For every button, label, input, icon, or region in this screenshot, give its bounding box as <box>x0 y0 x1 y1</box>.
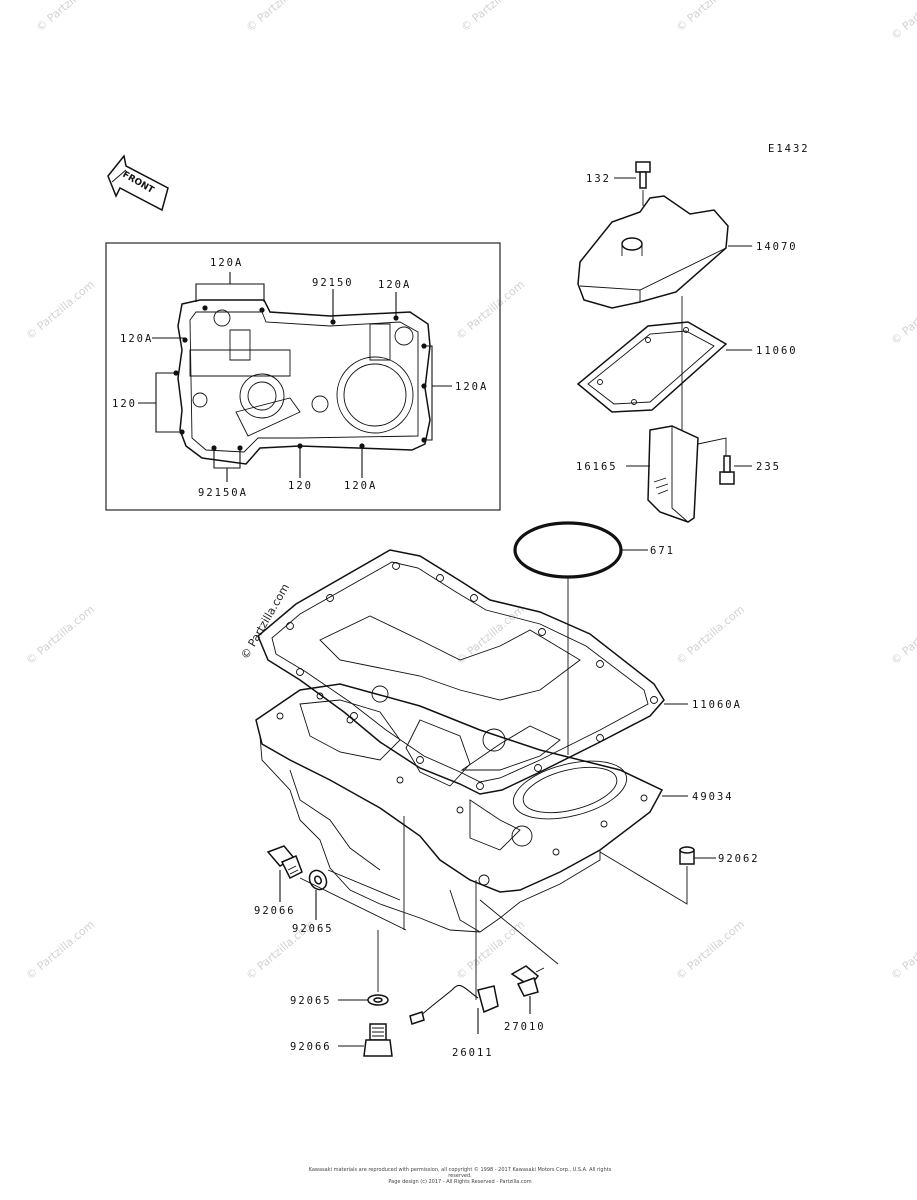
watermark: © Partzilla.com <box>889 603 917 668</box>
watermark: © Partzilla.com <box>24 918 97 983</box>
callout-49034[interactable]: 49034 <box>692 791 734 803</box>
callout-26011[interactable]: 26011 <box>452 1047 494 1059</box>
callout-120[interactable]: 120 <box>288 480 313 492</box>
callout-132[interactable]: 132 <box>586 173 611 185</box>
watermark: © Partzilla.com <box>674 0 747 34</box>
copyright-line: Kawasaki materials are reproduced with p… <box>308 1167 612 1179</box>
callout-120A[interactable]: 120A <box>344 480 377 492</box>
breather-cover <box>577 195 729 309</box>
watermark: © Partzilla.com <box>34 0 107 34</box>
callout-92150A[interactable]: 92150A <box>198 487 248 499</box>
watermark-dark: © Partzilla.com <box>238 581 292 661</box>
callout-92150[interactable]: 92150 <box>312 277 354 289</box>
watermark: © Partzilla.com <box>244 0 317 34</box>
callout-120A[interactable]: 120A <box>455 381 488 393</box>
breather-plate <box>647 425 699 523</box>
watermark: © Partzilla.com <box>674 918 747 983</box>
bolt-layout-inset: 120A 92150 120A 120A 120 120A 92150A 120… <box>105 242 501 511</box>
callout-92065[interactable]: 92065 <box>292 923 334 935</box>
callout-120A[interactable]: 120A <box>210 257 243 269</box>
callout-235[interactable]: 235 <box>756 461 781 473</box>
callout-27010[interactable]: 27010 <box>504 1021 546 1033</box>
breather-gasket <box>576 321 728 413</box>
callout-120[interactable]: 120 <box>112 398 137 410</box>
callout-14070[interactable]: 14070 <box>756 241 798 253</box>
bolt-235 <box>719 471 735 485</box>
callout-11060A[interactable]: 11060A <box>692 699 742 711</box>
callout-120A[interactable]: 120A <box>120 333 153 345</box>
bolt-132 <box>635 161 651 173</box>
watermark: © Partzilla.com <box>889 283 917 348</box>
callout-92065[interactable]: 92065 <box>290 995 332 1007</box>
oil-pan-gasket: 11060A <box>257 549 742 795</box>
watermark: © Partzilla.com <box>674 603 747 668</box>
watermark: © Partzilla.com <box>454 278 527 343</box>
o-ring-671: 671 <box>513 521 675 755</box>
callout-11060[interactable]: 11060 <box>756 345 798 357</box>
callout-120A[interactable]: 120A <box>378 279 411 291</box>
dowel-92062: 92062 <box>599 846 760 905</box>
watermark: © Partzilla.com <box>454 603 527 668</box>
breather-assembly: 132 14070 11060 16165 235 <box>576 161 798 523</box>
watermark: © Partzilla.com <box>24 278 97 343</box>
oil-pan: 49034 <box>255 683 734 933</box>
front-arrow-icon: FRONT <box>107 154 169 212</box>
callout-671[interactable]: 671 <box>650 545 675 557</box>
oil-switch-parts: 27010 26011 <box>409 880 559 1059</box>
watermark: © Partzilla.com <box>889 918 917 983</box>
page-design-line: Page design (c) 2017 - All Rights Reserv… <box>388 1179 532 1185</box>
copyright-footer: Kawasaki materials are reproduced with p… <box>300 1167 620 1185</box>
callout-92066[interactable]: 92066 <box>290 1041 332 1053</box>
watermark: © Partzilla.com <box>459 0 532 34</box>
watermark: © Partzilla.com <box>889 0 917 42</box>
callout-16165[interactable]: 16165 <box>576 461 618 473</box>
drain-parts: 92066 92065 92065 92066 <box>254 816 407 1057</box>
callout-92062[interactable]: 92062 <box>718 853 760 865</box>
callout-92066[interactable]: 92066 <box>254 905 296 917</box>
watermark: © Partzilla.com <box>24 603 97 668</box>
diagram-code: E1432 <box>768 143 810 155</box>
